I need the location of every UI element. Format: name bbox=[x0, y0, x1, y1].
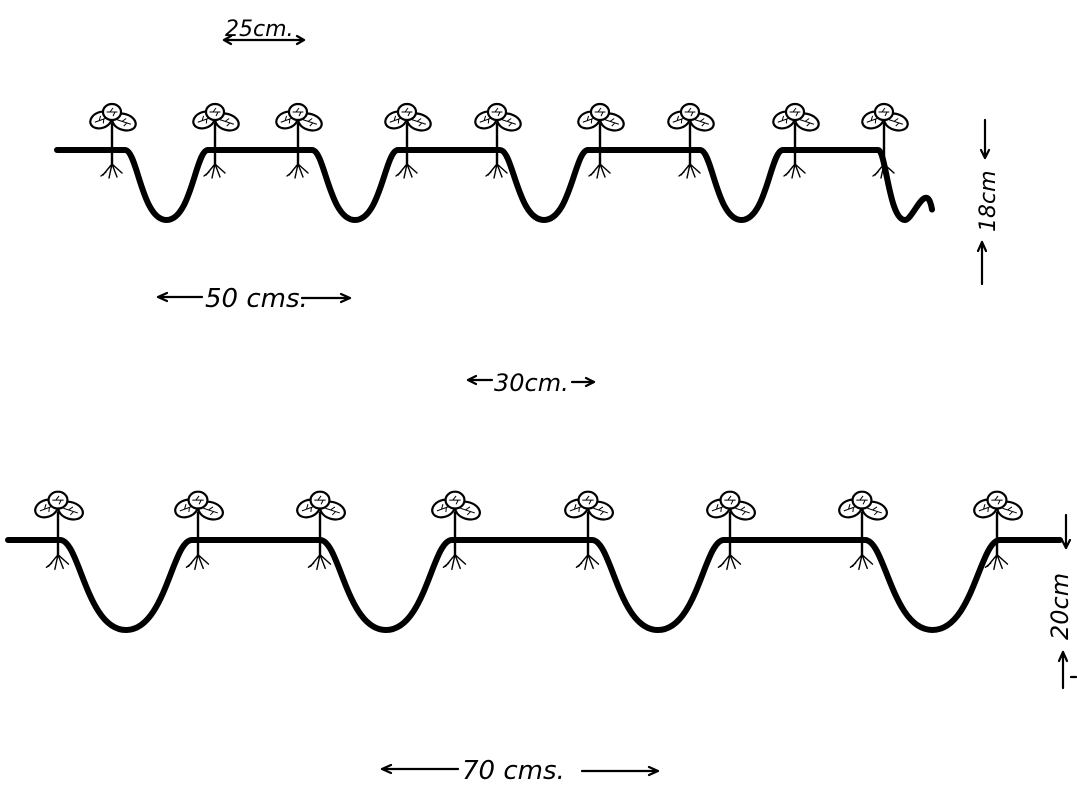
top-ridge-plant bbox=[384, 102, 432, 179]
roots bbox=[307, 554, 332, 571]
leaf-vein bbox=[604, 118, 620, 127]
top-ridge-height-label: 18cm bbox=[976, 170, 1001, 232]
leaf-vein bbox=[491, 107, 503, 117]
leaf-vein bbox=[449, 495, 461, 505]
leaf-vein bbox=[735, 506, 750, 516]
roots bbox=[872, 163, 895, 179]
leaf-vein bbox=[219, 118, 235, 127]
top-ridge-plant bbox=[89, 102, 137, 179]
row-spacing-arrow-left bbox=[466, 374, 494, 386]
top-ridge-height-dimension: 18cm bbox=[976, 118, 1001, 286]
bottom-ridge-plant bbox=[973, 490, 1023, 571]
leaf-vein bbox=[302, 118, 318, 127]
roots bbox=[395, 163, 418, 179]
bottom-ridge-height-arrow-up bbox=[1057, 650, 1069, 690]
top-ridge-system bbox=[54, 102, 935, 223]
plant-spacing-dimension: 25cm. bbox=[222, 17, 306, 46]
top-ridge-plant bbox=[474, 102, 522, 179]
leaf-vein bbox=[314, 495, 326, 505]
leaf-vein bbox=[888, 118, 904, 127]
leaf-vein bbox=[799, 118, 815, 127]
plant-spacing-arrow bbox=[222, 34, 306, 46]
bottom-ridge-spacing-arrow-left bbox=[380, 763, 460, 775]
top-ridge-height-arrow-down bbox=[979, 118, 991, 160]
roots bbox=[849, 554, 874, 571]
roots bbox=[717, 554, 742, 571]
row-spacing-label: 30cm. bbox=[494, 369, 569, 397]
leaf-vein bbox=[106, 107, 118, 117]
leaf-vein bbox=[593, 506, 608, 516]
bottom-ridge-system bbox=[5, 490, 1063, 633]
top-ridge-spacing-dimension: 50 cms. bbox=[156, 284, 352, 314]
bottom-ridge-plant bbox=[838, 490, 888, 571]
top-ridge-spacing-label: 50 cms. bbox=[205, 284, 308, 314]
bottom-ridge-profile bbox=[5, 537, 1063, 633]
leaf-vein bbox=[1002, 506, 1017, 516]
leaf-vein bbox=[867, 506, 882, 516]
top-ridge-height-arrow-up bbox=[976, 240, 988, 286]
bottom-ridge-plant bbox=[431, 490, 481, 571]
top-ridge-plant bbox=[861, 102, 909, 179]
roots bbox=[485, 163, 508, 179]
row-spacing-dimension: 30cm. bbox=[466, 369, 596, 397]
roots bbox=[678, 163, 701, 179]
leaf-vein bbox=[203, 506, 218, 516]
bottom-ridge-spacing-dimension: 70 cms. bbox=[380, 756, 660, 786]
top-ridge-plant bbox=[772, 102, 820, 179]
bottom-ridge-spacing-label: 70 cms. bbox=[462, 756, 565, 784]
bottom-ridge-plant bbox=[34, 490, 84, 571]
roots bbox=[203, 163, 226, 179]
roots bbox=[984, 554, 1009, 571]
bottom-ridge-height-dimension: 20cm bbox=[1046, 513, 1077, 690]
roots bbox=[185, 554, 210, 571]
leaf-vein bbox=[789, 107, 801, 117]
leaf-vein bbox=[52, 495, 64, 505]
plant-spacing-label: 25cm. bbox=[225, 17, 294, 42]
leaf-vein bbox=[460, 506, 475, 516]
leaf-vein bbox=[991, 495, 1003, 505]
leaf-vein bbox=[63, 506, 78, 516]
top-ridge-profile bbox=[54, 147, 935, 223]
leaf-vein bbox=[401, 107, 413, 117]
top-ridge-spacing-arrow-left bbox=[156, 291, 204, 303]
roots bbox=[286, 163, 309, 179]
leaf-vein bbox=[192, 495, 204, 505]
leaf-vein bbox=[878, 107, 890, 117]
bottom-ridge-plant bbox=[706, 490, 756, 571]
leaf-vein bbox=[694, 118, 710, 127]
bottom-ridge-height-label: 20cm bbox=[1046, 573, 1074, 640]
roots bbox=[442, 554, 467, 571]
roots bbox=[45, 554, 70, 571]
bottom-ridge-height-arrow-down bbox=[1060, 513, 1072, 550]
bottom-ridge-spacing-arrow-right bbox=[580, 765, 660, 777]
bottom-ridge-plant bbox=[174, 490, 224, 571]
top-ridge-plant bbox=[192, 102, 240, 179]
leaf-vein bbox=[684, 107, 696, 117]
roots bbox=[783, 163, 806, 179]
leaf-vein bbox=[594, 107, 606, 117]
leaf-vein bbox=[411, 118, 427, 127]
bottom-ridge-plant bbox=[564, 490, 614, 571]
leaf-vein bbox=[856, 495, 868, 505]
leaf-vein bbox=[116, 118, 132, 127]
roots bbox=[575, 554, 600, 571]
roots bbox=[100, 163, 123, 179]
row-spacing-arrow-right bbox=[570, 376, 596, 388]
leaf-vein bbox=[582, 495, 594, 505]
bottom-ridge-plant bbox=[296, 490, 346, 571]
leaf-vein bbox=[724, 495, 736, 505]
top-ridge-plant bbox=[577, 102, 625, 179]
top-ridge-plant bbox=[667, 102, 715, 179]
top-ridge-plant bbox=[275, 102, 323, 179]
leaf-vein bbox=[325, 506, 340, 516]
leaf-vein bbox=[209, 107, 221, 117]
leaf-vein bbox=[292, 107, 304, 117]
top-ridge-spacing-arrow-right bbox=[300, 292, 352, 304]
roots bbox=[588, 163, 611, 179]
leaf-vein bbox=[501, 118, 517, 127]
